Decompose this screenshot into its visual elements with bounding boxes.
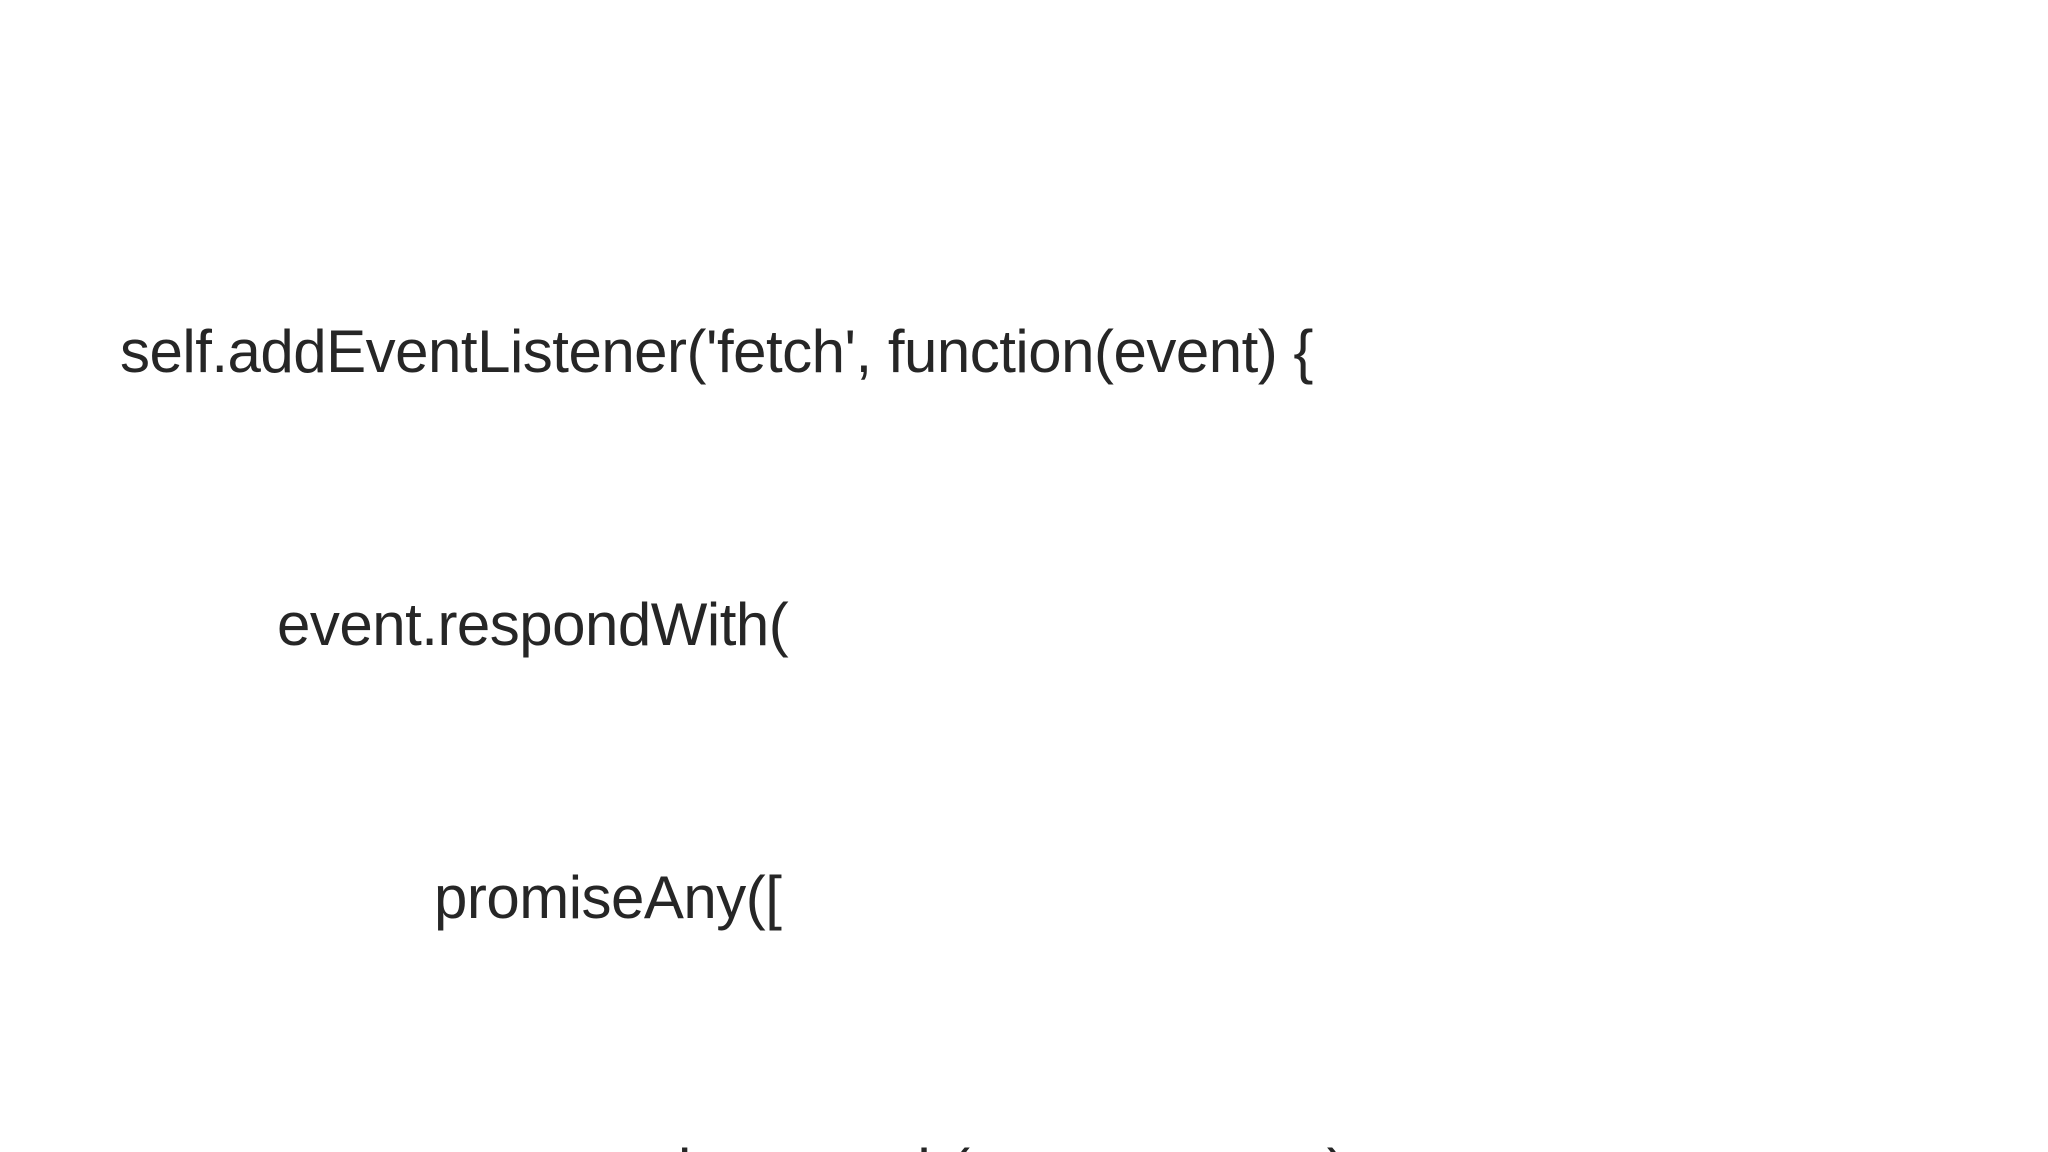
- code-line-3: promiseAny([: [434, 864, 782, 931]
- code-line-2: event.respondWith(: [277, 591, 789, 658]
- code-line-1: self.addEventListener('fetch', function(…: [120, 318, 1313, 385]
- code-line-4: caches.match(event.request),: [120, 1125, 1363, 1152]
- code-block: self.addEventListener('fetch', function(…: [120, 124, 1363, 1152]
